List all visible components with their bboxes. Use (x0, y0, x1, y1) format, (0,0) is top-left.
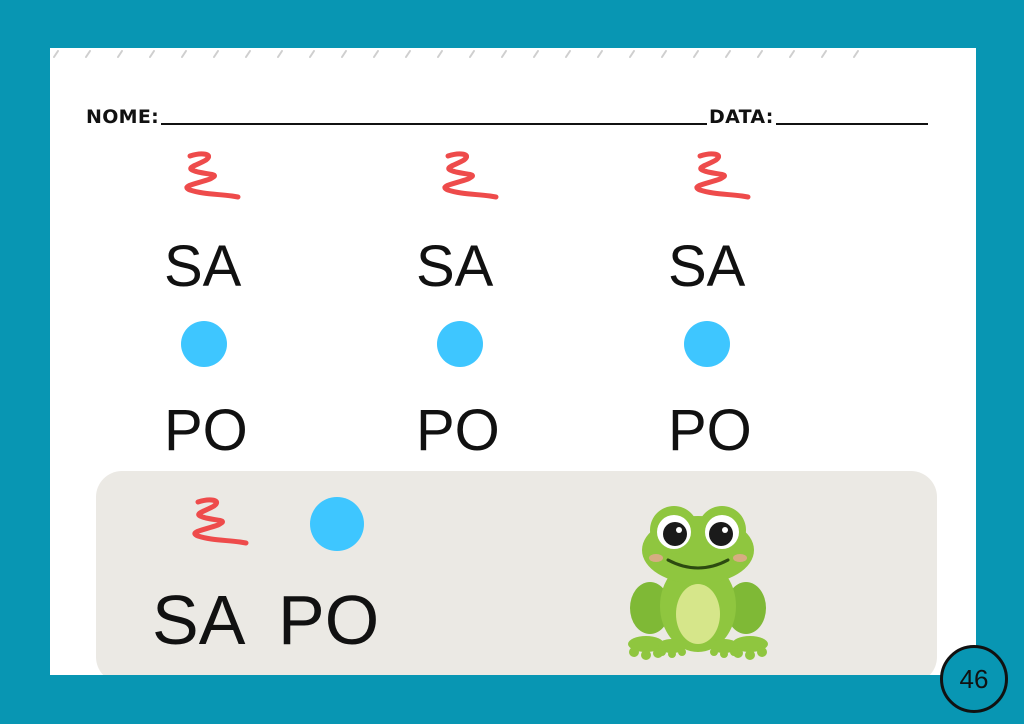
frog-icon (628, 506, 768, 660)
answer-panel (96, 471, 937, 675)
red-squiggle-icon (442, 151, 499, 200)
answer-syllable-2: PO (278, 581, 380, 659)
red-squiggle-icon (184, 151, 241, 200)
page-number: 46 (959, 663, 989, 694)
red-squiggle-icon (192, 497, 249, 546)
blue-dot-icon (684, 321, 730, 367)
date-field[interactable] (775, 123, 928, 125)
column-2-top-syllable: SA (416, 234, 494, 299)
name-field[interactable] (161, 123, 708, 125)
date-label: DATA: (709, 106, 774, 128)
name-date-line: NOME: DATA: (86, 106, 930, 128)
name-label: NOME: (86, 106, 160, 128)
worksheet-page: NOME: DATA: SA PO SA PO SA PO SA PO (50, 48, 976, 675)
blue-dot-icon (437, 321, 483, 367)
red-squiggle-icon (694, 151, 751, 200)
blue-dot-icon (310, 497, 364, 551)
blue-dot-icon (181, 321, 227, 367)
column-3-top-syllable: SA (668, 234, 746, 299)
column-3-bottom-syllable: PO (668, 398, 752, 463)
page-number-badge: 46 (940, 645, 1008, 713)
column-1-top-syllable: SA (164, 234, 242, 299)
column-1-bottom-syllable: PO (164, 398, 248, 463)
page-edge-marks (53, 50, 859, 58)
column-2-bottom-syllable: PO (416, 398, 500, 463)
answer-syllable-1: SA (152, 581, 246, 659)
